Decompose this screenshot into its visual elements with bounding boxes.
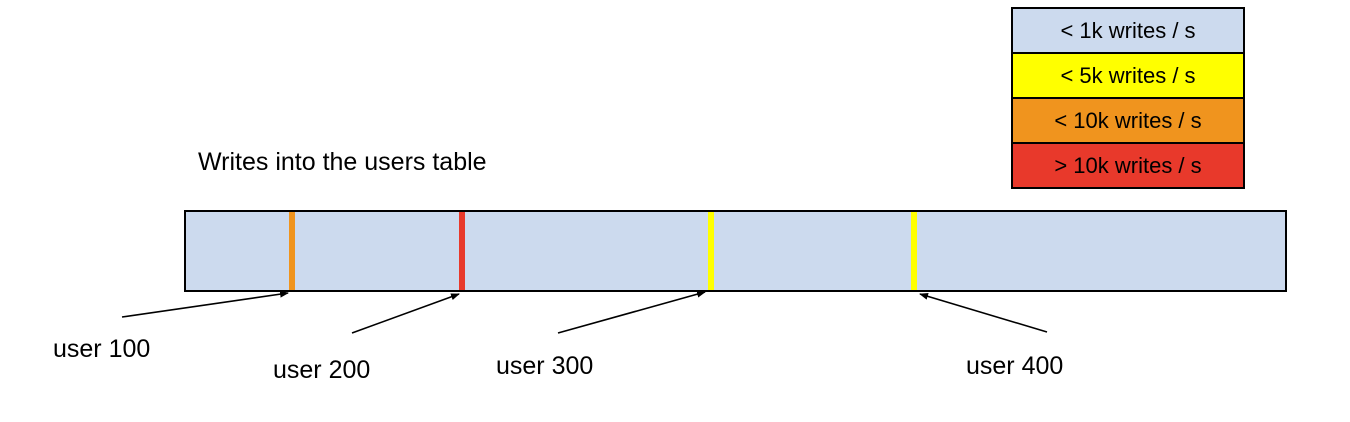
hotspot-marker-user-200 [458,212,465,290]
label-user-400: user 400 [966,352,1064,380]
users-table-bar [184,210,1287,292]
arrow-user-200 [351,293,460,334]
arrow-user-400 [919,292,1048,333]
legend-item-under-5k: < 5k writes / s [1011,52,1245,99]
hotspot-marker-user-300 [708,212,715,290]
legend-item-under-1k: < 1k writes / s [1011,7,1245,54]
hotspot-marker-user-100 [288,212,295,290]
legend-item-under-10k: < 10k writes / s [1011,97,1245,144]
diagram-title: Writes into the users table [198,148,487,176]
label-user-100: user 100 [53,335,151,363]
hotspot-marker-user-400 [910,212,917,290]
legend-item-over-10k: > 10k writes / s [1011,142,1245,189]
arrow-user-300 [557,290,706,334]
arrow-user-100 [121,290,289,318]
label-user-200: user 200 [273,356,371,384]
label-user-300: user 300 [496,352,594,380]
legend: < 1k writes / s < 5k writes / s < 10k wr… [1011,7,1245,189]
